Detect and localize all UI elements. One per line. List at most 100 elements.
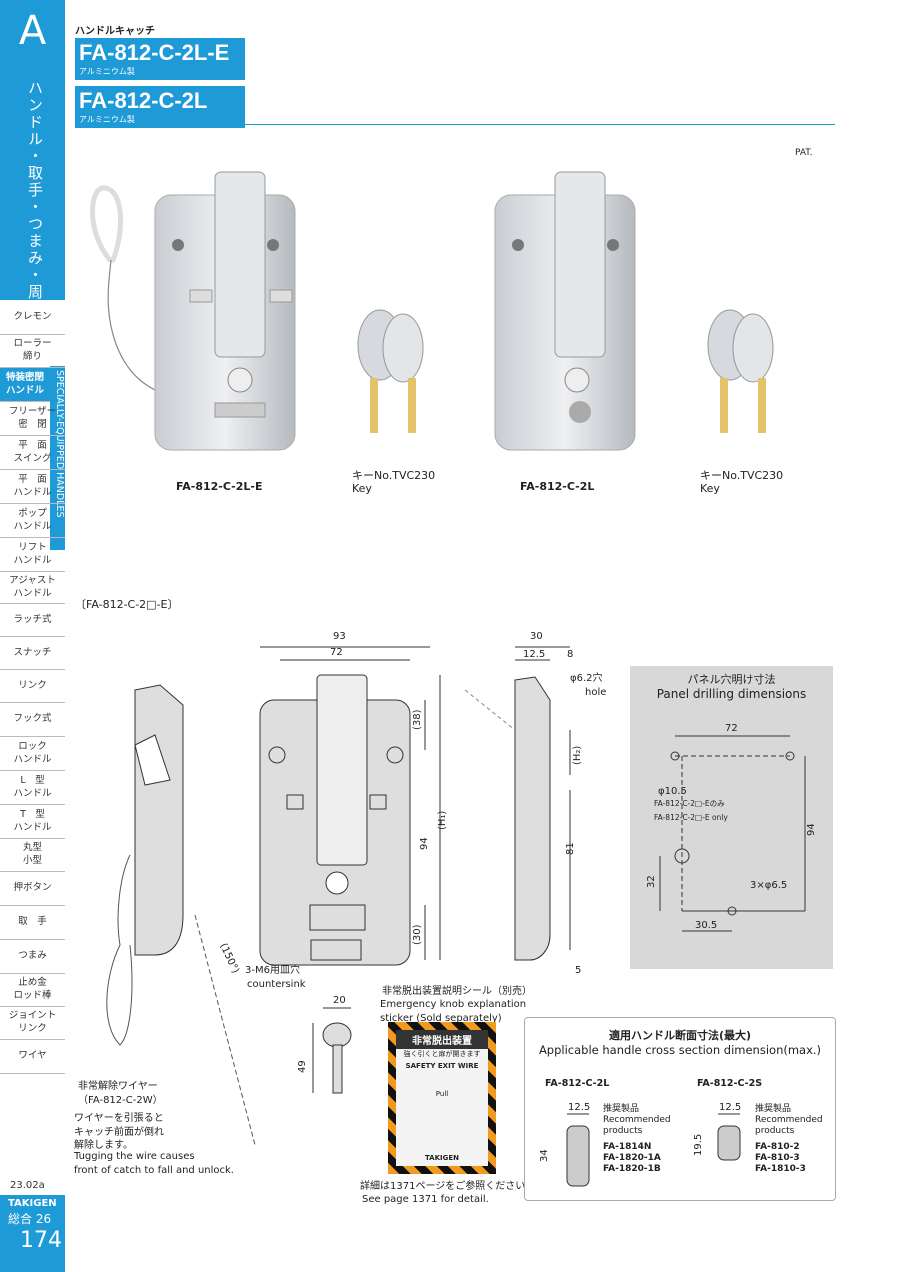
- key-caption-1-en: Key: [352, 482, 372, 495]
- panel-drilling-box: パネル穴明け寸法 Panel drilling dimensions 72 φ1…: [630, 666, 833, 969]
- col1-product: FA-1820-1A: [603, 1153, 661, 1164]
- panel-dim-94: 94: [806, 823, 817, 836]
- patent-mark: PAT.: [795, 148, 813, 158]
- sidebar-item[interactable]: 特装密閉 ハンドル: [0, 368, 50, 402]
- panel-drawing: 72 φ10.5 FA-812-C-2□-Eのみ FA-812-C-2□-E o…: [646, 723, 817, 932]
- countersink-en: countersink: [247, 979, 306, 990]
- section-col2-model: FA-812-C-2S: [697, 1078, 763, 1089]
- col1-height: 34: [539, 1149, 550, 1162]
- dim-key-height: 49: [297, 1060, 308, 1073]
- model-name: FA-812-C-2L-E: [79, 40, 230, 65]
- col1-rec-en: Recommended products: [603, 1114, 671, 1136]
- dim-5: 5: [575, 965, 581, 976]
- dim-30: (30): [412, 924, 423, 945]
- col2-rec-jp: 推奨製品: [755, 1104, 792, 1114]
- section-col1-model: FA-812-C-2L: [545, 1078, 610, 1089]
- wire-title: 非常解除ワイヤー: [78, 1081, 158, 1092]
- panel-title-en: Panel drilling dimensions: [656, 687, 807, 701]
- col2-width: 12.5: [719, 1102, 741, 1113]
- sidebar-item[interactable]: リンク: [0, 670, 65, 703]
- photo-caption-2: FA-812-C-2L: [520, 480, 595, 493]
- section-title-jp: 適用ハンドル断面寸法(最大): [608, 1029, 752, 1042]
- model-name: FA-812-C-2L: [79, 88, 208, 113]
- dim-angle: (150°): [217, 942, 240, 976]
- key-caption-2-en: Key: [700, 482, 720, 495]
- sticker-image: 非常脱出装置 強く引くと扉が開きます SAFETY EXIT WIRE Pull…: [388, 1022, 496, 1174]
- photo-caption-1: FA-812-C-2L-E: [176, 480, 263, 493]
- sidebar-item[interactable]: フック式: [0, 703, 65, 737]
- col2-product: FA-810-3: [755, 1153, 800, 1164]
- col1-product: FA-1814N: [603, 1142, 652, 1153]
- section-shapes: 12.5 12.5 34 19.5: [539, 1102, 741, 1187]
- edition-date: 23.02a: [10, 1180, 45, 1191]
- dim-72: 72: [330, 647, 343, 658]
- dim-8: 8: [567, 649, 573, 660]
- sticker-title: 非常脱出装置: [396, 1030, 488, 1049]
- key-photo-1: [357, 309, 424, 433]
- sidebar-item[interactable]: L 型 ハンドル: [0, 771, 65, 805]
- key-caption-1: キーNo.TVC230: [352, 469, 436, 482]
- sidebar-item[interactable]: 平 面 ハンドル: [0, 470, 65, 504]
- sidebar-item[interactable]: 平 面 スイング: [0, 436, 65, 470]
- col1-rec: 推奨製品 Recommended products FA-1814N FA-18…: [603, 1104, 671, 1175]
- sidebar-item[interactable]: 取 手: [0, 906, 65, 940]
- catch-photo-2: [494, 171, 636, 451]
- model-title-2: FA-812-C-2L アルミニウム製: [75, 86, 245, 128]
- handle-section-box: 適用ハンドル断面寸法(最大) Applicable handle cross s…: [524, 1017, 836, 1201]
- panel-only-en: FA-812-C-2□-E only: [654, 813, 728, 822]
- sidebar-item[interactable]: ロック ハンドル: [0, 737, 65, 771]
- sticker-en-title: SAFETY EXIT WIRE: [405, 1062, 479, 1070]
- detail-en: See page 1371 for detail.: [362, 1194, 489, 1205]
- product-photos: [90, 171, 774, 451]
- sidebar-item[interactable]: ワイヤ: [0, 1040, 65, 1074]
- sidebar-item[interactable]: スナッチ: [0, 637, 65, 670]
- sidebar-item[interactable]: ジョイント リンク: [0, 1007, 65, 1040]
- panel-title-jp: パネル穴明け寸法: [687, 673, 776, 686]
- col2-product: FA-1810-3: [755, 1163, 806, 1174]
- dim-h1: (H₁): [437, 811, 448, 830]
- brand-name: TAKIGEN: [8, 1198, 57, 1209]
- sidebar-item[interactable]: 止め金 ロッド棒: [0, 974, 65, 1007]
- panel-dim-72: 72: [725, 723, 738, 734]
- sidebar-item[interactable]: リフト ハンドル: [0, 538, 65, 572]
- sidebar-item[interactable]: ローラー 締り: [0, 335, 65, 368]
- sticker-sub: 強く引くと扉が開きます: [403, 1050, 481, 1058]
- page-number: 174: [20, 1228, 62, 1253]
- sidebar-item[interactable]: アジャスト ハンドル: [0, 572, 65, 604]
- panel-only-jp: FA-812-C-2□-Eのみ: [654, 799, 725, 808]
- category-label: ハンドルキャッチ: [75, 26, 155, 37]
- panel-dim-30-5: 30.5: [695, 920, 717, 931]
- header-rule: [75, 124, 835, 125]
- section-title-en: Applicable handle cross section dimensio…: [538, 1043, 822, 1057]
- sticker-label-jp: 非常脱出装置説明シール（別売）: [382, 986, 532, 997]
- technical-drawing: 93 72 (38) (H₁) 94 (30) 30 12.5 8 φ6.2穴 …: [106, 631, 606, 1146]
- sidebar-item[interactable]: つまみ: [0, 940, 65, 974]
- sticker-pull: Pull: [435, 1090, 449, 1098]
- sidebar-item[interactable]: クレモン: [0, 300, 65, 335]
- catch-photo-1: [154, 171, 296, 451]
- sidebar-item[interactable]: 押ボタン: [0, 872, 65, 906]
- col2-rec: 推奨製品 Recommended products FA-810-2 FA-81…: [755, 1104, 823, 1175]
- sidebar-item[interactable]: フリーザー 密 閉: [0, 402, 65, 436]
- wire-desc-en: Tugging the wire causes front of catch t…: [74, 1151, 234, 1176]
- sidebar-header: [0, 0, 65, 300]
- col2-height: 19.5: [693, 1134, 704, 1156]
- dim-12-5: 12.5: [523, 649, 545, 660]
- sidebar-item[interactable]: 丸型 小型: [0, 839, 65, 872]
- countersink-jp: 3-M6用皿穴: [245, 963, 300, 976]
- dim-81: 81: [565, 842, 576, 855]
- wire-loop: [90, 185, 156, 391]
- footer-block: [0, 1195, 65, 1272]
- panel-dim-32: 32: [646, 875, 657, 888]
- dim-h2: (H₂): [572, 746, 583, 765]
- sidebar-item[interactable]: ラッチ式: [0, 604, 65, 637]
- sidebar-band-label: SPECIALLY-EQUIPPED HANDLES: [54, 370, 65, 518]
- detail-jp: 詳細は1371ページをご参照ください。: [360, 1181, 536, 1192]
- dim-30-depth: 30: [530, 631, 543, 642]
- col2-product: FA-810-2: [755, 1142, 800, 1153]
- dim-phi-6-2: φ6.2穴: [570, 671, 603, 684]
- drawing-section-label: 〔FA-812-C-2□-E〕: [75, 598, 179, 611]
- sidebar-item[interactable]: T 型 ハンドル: [0, 805, 65, 839]
- panel-dim-holes: 3×φ6.5: [750, 880, 787, 891]
- sidebar-item[interactable]: ポップ ハンドル: [0, 504, 65, 538]
